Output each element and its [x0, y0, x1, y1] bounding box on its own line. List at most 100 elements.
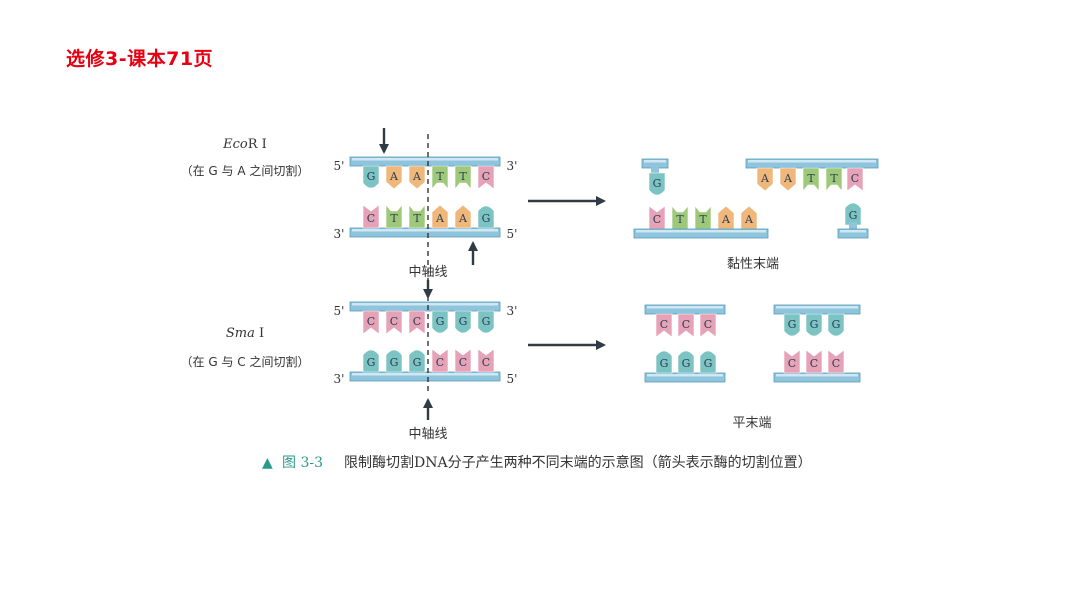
- blunt-right-top-backbone-highlight: [776, 306, 858, 309]
- ecori-bottom-base: [431, 204, 449, 229]
- blunt-left-top-base: [655, 313, 673, 338]
- blunt-right-bottom-base: [783, 349, 801, 374]
- blunt-left-bottom-base-letter: G: [682, 357, 691, 370]
- smai-bottom-base: [385, 349, 403, 373]
- sticky-right-top-base-letter: A: [783, 172, 793, 185]
- ecori-site-note: （在 G 与 A 之间切割）: [181, 163, 310, 178]
- sticky-left-link: [651, 166, 659, 174]
- smai-bottom-base: [408, 349, 426, 373]
- ecori-top-base-letter: C: [482, 170, 490, 183]
- smai-bottom-base-letter: G: [390, 356, 399, 369]
- ecori-bottom-base-letter: T: [413, 212, 421, 225]
- sticky-left-bottom-backbone: [633, 228, 769, 239]
- sticky-left-bottom-backbone-highlight: [636, 230, 766, 233]
- sticky-left-bottom-base-letter: C: [653, 213, 661, 226]
- sticky-left-bottom-base-letter: A: [744, 213, 754, 226]
- ecori-enzyme-name: EcoR Ⅰ: [222, 137, 267, 152]
- blunt-left-top-backbone-highlight: [647, 306, 723, 309]
- smai-top-base: [477, 310, 495, 334]
- axis-label-bottom: 中轴线: [408, 427, 447, 442]
- blunt-right-top-base: [827, 313, 845, 337]
- blunt-right-bottom-base-letter: C: [810, 357, 818, 370]
- smai-bottom-base: [362, 349, 380, 373]
- blunt-left-bottom-base: [655, 350, 673, 374]
- smai-bottom-base-letter: G: [367, 356, 376, 369]
- smai-top-base-letter: C: [390, 315, 398, 328]
- ecori-bottom-base: [408, 204, 426, 229]
- ecori-left-bottom-end: 3': [334, 227, 345, 241]
- sticky-right-bottom-backbone-highlight: [840, 230, 866, 233]
- smai-right-top-end: 3': [507, 304, 518, 318]
- sticky-right-top-base: [846, 167, 864, 192]
- blunt-left-top-base-letter: C: [704, 318, 712, 331]
- blunt-left-bottom-base: [699, 350, 717, 374]
- ecori-top-base: [477, 165, 495, 190]
- ecori-top-base-letter: A: [412, 170, 422, 183]
- ecori-left-top-end: 5': [334, 159, 345, 173]
- ecori-bottom-base: [362, 204, 380, 229]
- sticky-left-bottom-base-letter: T: [699, 213, 707, 226]
- ecori-bottom-base-letter: T: [390, 212, 398, 225]
- blunt-right-bottom-base: [827, 349, 845, 374]
- smai-bottom-base-letter: G: [413, 356, 422, 369]
- ecori-right-top-end: 3': [507, 159, 518, 173]
- smai-top-base: [454, 310, 472, 334]
- ecori-top-backbone-highlight: [352, 158, 498, 161]
- smai-top-base-letter: G: [436, 315, 445, 328]
- sticky-right-top-base: [825, 167, 843, 192]
- smai-enzyme-name: Sma Ⅰ: [226, 326, 264, 341]
- smai-site-note: （在 G 与 C 之间切割）: [181, 354, 310, 369]
- blunt-right-bottom-backbone-highlight: [776, 374, 858, 377]
- smai-top-base-letter: C: [413, 315, 421, 328]
- ecori-top-base-letter: A: [389, 170, 399, 183]
- ecori-top-base: [454, 165, 472, 190]
- sticky-right-top-base: [779, 167, 797, 192]
- smai-left-top-end: 5': [334, 304, 345, 318]
- blunt-left-bottom-backbone-highlight: [647, 374, 723, 377]
- ecori-top-base-letter: T: [436, 170, 444, 183]
- ecori-bottom-base: [454, 204, 472, 229]
- ecori-bottom-backbone-highlight: [352, 229, 498, 232]
- smai-right-bottom-end: 5': [507, 372, 518, 386]
- sticky-right-top-base-letter: T: [807, 172, 815, 185]
- ecori-right-bottom-end: 5': [507, 227, 518, 241]
- ecori-top-base: [385, 165, 403, 190]
- sticky-left-bottom-base-letter: A: [721, 213, 731, 226]
- sticky-right-bottom-base: [844, 202, 862, 226]
- sticky-right-link: [849, 222, 857, 230]
- sticky-end-label: 黏性末端: [727, 256, 779, 272]
- caption-figure-number: 图 3-3: [282, 455, 323, 471]
- smai-top-base: [408, 310, 426, 335]
- smai-top-base: [362, 310, 380, 335]
- blunt-right-top-base: [783, 313, 801, 337]
- smai-bottom-base: [477, 348, 495, 373]
- smai-top-base: [385, 310, 403, 335]
- slide-title: 选修3-课本71页: [66, 48, 214, 70]
- sticky-right-top-base-letter: C: [851, 172, 859, 185]
- ecori-top-base-letter: T: [459, 170, 467, 183]
- sticky-right-top-base: [756, 167, 774, 192]
- ecori-top-base-letter: G: [367, 170, 376, 183]
- sticky-right-top-base-letter: A: [760, 172, 770, 185]
- smai-top-base-letter: C: [367, 315, 375, 328]
- ecori-bottom-base-letter: A: [435, 212, 445, 225]
- caption-marker: ▲: [262, 455, 273, 471]
- ecori-bottom-base: [385, 204, 403, 229]
- sticky-left-top-base: [648, 172, 666, 196]
- blunt-left-top-base-letter: C: [682, 318, 690, 331]
- axis-label-top: 中轴线: [408, 265, 447, 280]
- blunt-right-bottom-base-letter: C: [788, 357, 796, 370]
- smai-bottom-base: [454, 348, 472, 373]
- blunt-left-top-base: [677, 313, 695, 338]
- blunt-right-bottom-base: [805, 349, 823, 374]
- smai-bottom-base: [431, 348, 449, 373]
- ecori-top-base: [431, 165, 449, 190]
- sticky-right-bottom-backbone: [837, 228, 869, 239]
- smai-top-base-letter: G: [459, 315, 468, 328]
- blunt-right-top-base-letter: G: [788, 318, 797, 331]
